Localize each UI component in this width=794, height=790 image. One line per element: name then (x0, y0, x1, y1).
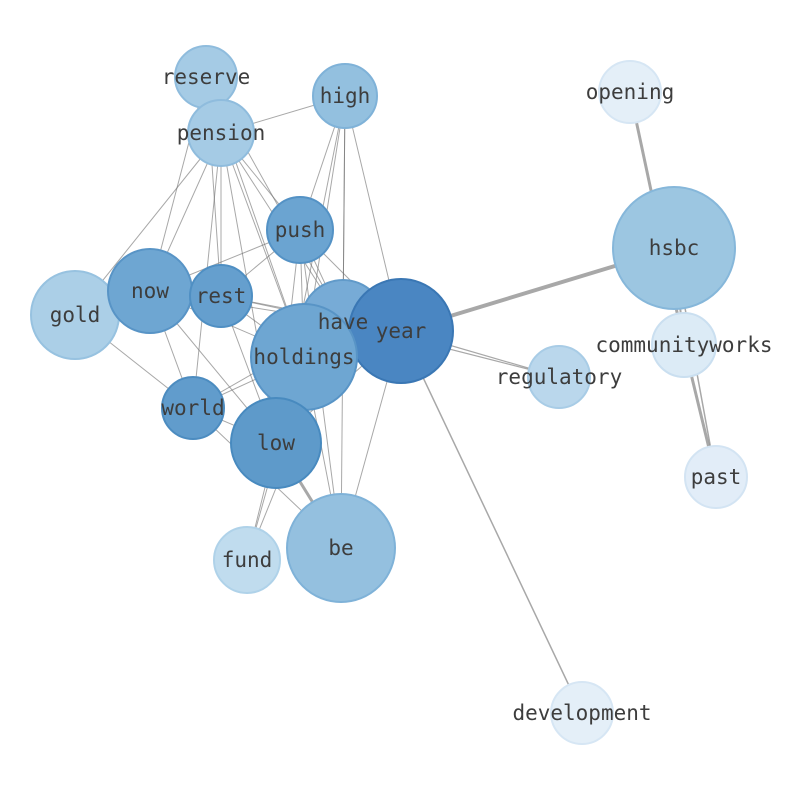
graph-node-label-development: development (512, 701, 651, 725)
graph-node-label-year: year (376, 319, 427, 343)
graph-node-label-have: have (318, 310, 369, 334)
graph-node-communityworks (651, 312, 717, 378)
graph-node-label-hsbc: hsbc (649, 236, 700, 260)
graph-node-label-opening: opening (586, 80, 675, 104)
graph-node-development (550, 681, 614, 745)
node-layer (30, 45, 748, 745)
graph-node-low (230, 397, 322, 489)
label-layer: reserve pension high opening push hsbc gold now… (50, 65, 773, 725)
graph-node-label-world: world (161, 396, 224, 420)
graph-node-label-fund: fund (222, 548, 273, 572)
graph-node-regulatory (527, 345, 591, 409)
graph-node-push (266, 196, 334, 264)
graph-node-label-now: now (131, 279, 169, 303)
graph-node-high (312, 63, 378, 129)
graph-node-opening (598, 60, 662, 124)
graph-node-label-communityworks: communityworks (595, 333, 772, 357)
graph-node-hsbc (612, 186, 736, 310)
graph-node-label-regulatory: regulatory (496, 365, 622, 389)
graph-node-label-low: low (257, 431, 295, 455)
graph-node-pension (187, 99, 255, 167)
graph-node-fund (213, 526, 281, 594)
graph-node-label-reserve: reserve (162, 65, 251, 89)
graph-node-label-pension: pension (177, 121, 266, 145)
graph-node-label-past: past (691, 465, 742, 489)
graph-node-label-rest: rest (196, 284, 247, 308)
graph-node-past (684, 445, 748, 509)
graph-node-world (161, 376, 225, 440)
graph-edge-year-development (400, 330, 583, 714)
graph-node-be (286, 493, 396, 603)
graph-node-label-push: push (275, 218, 326, 242)
graph-node-label-holdings: holdings (253, 345, 354, 369)
graph-node-label-be: be (328, 536, 353, 560)
graph-node-label-high: high (320, 84, 371, 108)
graph-node-label-gold: gold (50, 303, 101, 327)
graph-node-rest (189, 264, 253, 328)
